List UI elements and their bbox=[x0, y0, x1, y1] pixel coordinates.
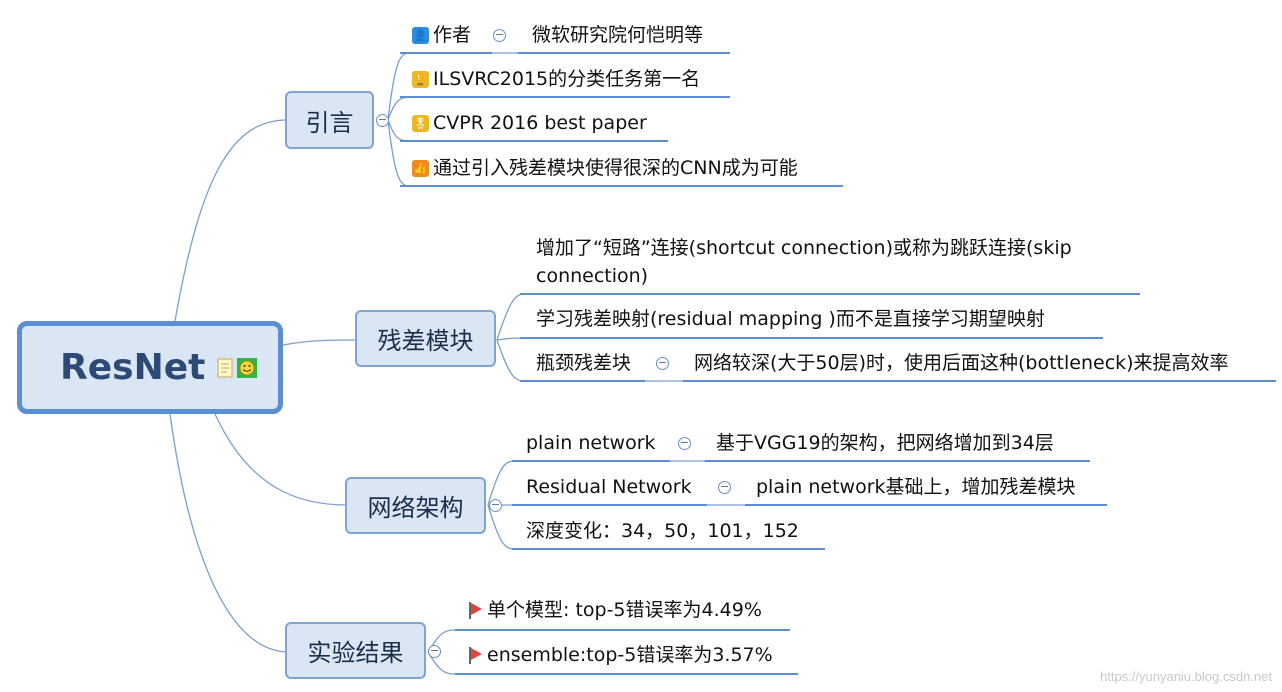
intro-item-ilsvrc[interactable]: 🏆 ILSVRC2015的分类任务第一名 bbox=[412, 67, 700, 91]
intro-item-cvpr[interactable]: 🎖 CVPR 2016 best paper bbox=[412, 111, 647, 135]
intro-deep-cnn-label: 通过引入残差模块使得很深的CNN成为可能 bbox=[433, 157, 798, 179]
flag-icon bbox=[468, 646, 482, 664]
network-plain-sub[interactable]: 基于VGG19的架构，把网络增加到34层 bbox=[716, 431, 1054, 455]
collapse-author-button[interactable]: − bbox=[493, 28, 506, 42]
branch-intro-label: 引言 bbox=[305, 108, 354, 137]
residual-shortcut-line2: connection) bbox=[536, 265, 649, 287]
branch-network-label: 网络架构 bbox=[367, 494, 464, 522]
residual-bottleneck-sub[interactable]: 网络较深(大于50层)时，使用后面这种(bottleneck)来提高效率 bbox=[694, 351, 1229, 375]
watermark: https://yunyaniu.blog.csdn.net bbox=[1099, 669, 1272, 684]
root-title: ResNet bbox=[60, 347, 206, 388]
flag-icon bbox=[468, 601, 482, 619]
results-item-single[interactable]: 单个模型: top-5错误率为4.49% bbox=[468, 598, 762, 622]
intro-author-label: 作者 bbox=[433, 24, 472, 46]
results-single-label: 单个模型: top-5错误率为4.49% bbox=[487, 599, 762, 621]
branch-results[interactable]: 实验结果 bbox=[285, 622, 426, 679]
network-item-depth[interactable]: 深度变化：34，50，101，152 bbox=[526, 519, 799, 543]
branch-residual[interactable]: 残差模块 bbox=[355, 310, 496, 367]
intro-item-deep-cnn[interactable]: 👍 通过引入残差模块使得很深的CNN成为可能 bbox=[412, 156, 798, 180]
results-ensemble-label: ensemble:top-5错误率为3.57% bbox=[487, 644, 773, 666]
branch-network[interactable]: 网络架构 bbox=[345, 477, 486, 534]
network-residual-label: Residual Network bbox=[526, 476, 692, 498]
collapse-results-button[interactable]: − bbox=[428, 644, 441, 658]
collapse-intro-button[interactable]: − bbox=[376, 113, 389, 127]
residual-item-mapping[interactable]: 学习残差映射(residual mapping )而不是直接学习期望映射 bbox=[536, 307, 1045, 331]
thumbs-up-icon: 👍 bbox=[412, 159, 429, 177]
branch-results-label: 实验结果 bbox=[307, 639, 404, 667]
network-depth-label: 深度变化：34，50，101，152 bbox=[526, 520, 799, 542]
results-item-ensemble[interactable]: ensemble:top-5错误率为3.57% bbox=[468, 643, 773, 667]
residual-bottleneck-sub-label: 网络较深(大于50层)时，使用后面这种(bottleneck)来提高效率 bbox=[694, 352, 1229, 374]
network-plain-label: plain network bbox=[526, 432, 656, 454]
residual-mapping-label: 学习残差映射(residual mapping )而不是直接学习期望映射 bbox=[536, 308, 1045, 330]
intro-author-sub[interactable]: 微软研究院何恺明等 bbox=[532, 23, 703, 47]
smiley-icon bbox=[237, 357, 258, 378]
intro-cvpr-label: CVPR 2016 best paper bbox=[433, 112, 647, 134]
residual-item-bottleneck[interactable]: 瓶颈残差块 bbox=[536, 351, 631, 375]
collapse-bottleneck-button[interactable]: − bbox=[656, 356, 669, 370]
branch-intro[interactable]: 引言 bbox=[285, 91, 374, 149]
network-item-plain[interactable]: plain network bbox=[526, 431, 656, 455]
network-plain-sub-label: 基于VGG19的架构，把网络增加到34层 bbox=[716, 432, 1054, 454]
note-icon[interactable] bbox=[217, 358, 233, 378]
network-residual-sub[interactable]: plain network基础上，增加残差模块 bbox=[756, 475, 1076, 499]
branch-residual-label: 残差模块 bbox=[377, 327, 474, 355]
collapse-plain-button[interactable]: − bbox=[678, 436, 691, 450]
network-item-residual[interactable]: Residual Network bbox=[526, 475, 692, 499]
user-icon: 👤 bbox=[412, 26, 429, 44]
residual-bottleneck-label: 瓶颈残差块 bbox=[536, 352, 632, 374]
collapse-network-button[interactable]: − bbox=[489, 498, 502, 512]
medal-icon: 🎖 bbox=[412, 114, 429, 132]
residual-item-shortcut[interactable]: 增加了“短路”连接(shortcut connection)或称为跳跃连接(sk… bbox=[536, 234, 1072, 290]
intro-author-sub-label: 微软研究院何恺明等 bbox=[532, 24, 704, 46]
intro-item-author[interactable]: 👤 作者 bbox=[412, 23, 471, 47]
intro-ilsvrc-label: ILSVRC2015的分类任务第一名 bbox=[433, 68, 701, 90]
network-residual-sub-label: plain network基础上，增加残差模块 bbox=[756, 476, 1076, 498]
root-topic[interactable]: ResNet bbox=[17, 321, 283, 414]
collapse-residual-network-button[interactable]: − bbox=[718, 480, 731, 494]
residual-shortcut-line1: 增加了“短路”连接(shortcut connection)或称为跳跃连接(sk… bbox=[536, 237, 1072, 259]
trophy-icon: 🏆 bbox=[412, 70, 429, 88]
